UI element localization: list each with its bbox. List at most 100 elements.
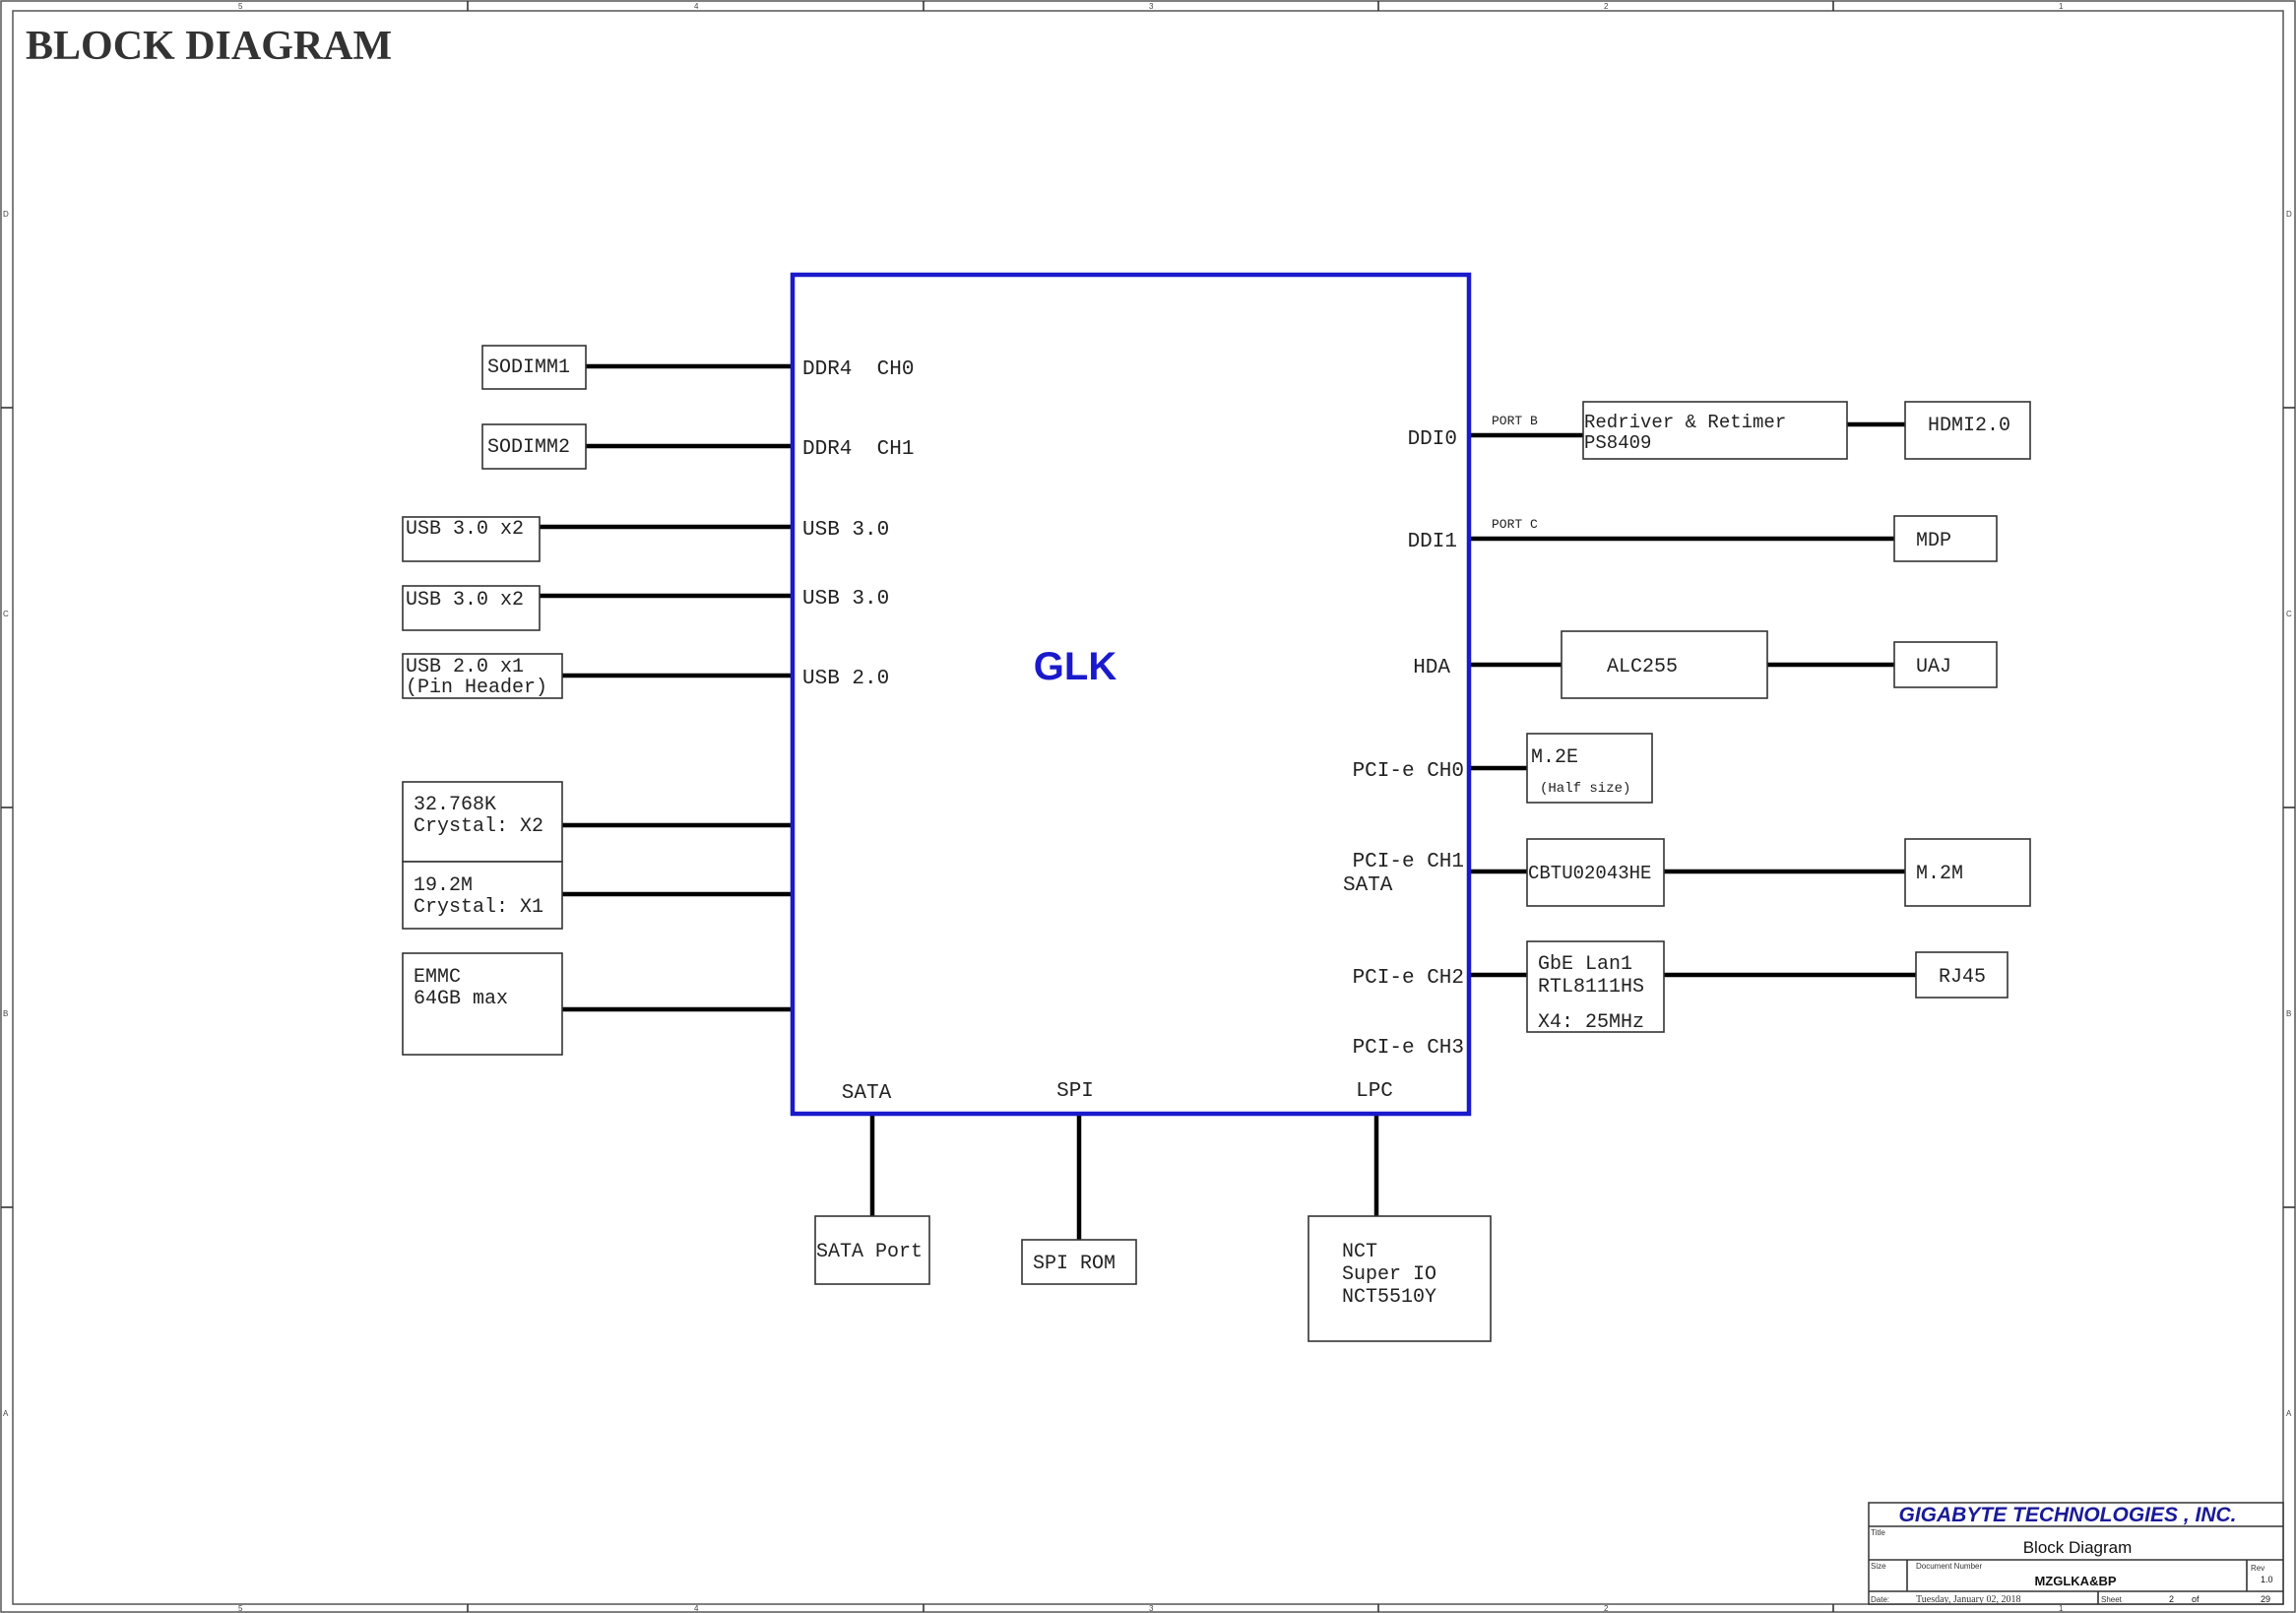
zone-col-4: 4 [694, 2, 699, 11]
m2m-label: M.2M [1916, 863, 1963, 885]
crystal-x2-line2: Crystal: X2 [414, 815, 543, 838]
crystal-x2-line1: 32.768K [414, 794, 496, 816]
mdp-label: MDP [1916, 530, 1951, 552]
sheet-total: 29 [2261, 1594, 2270, 1604]
port-ddi0: DDI0 [1408, 428, 1457, 451]
block-sodimm1: SODIMM1 [481, 345, 587, 390]
port-b-label: PORT B [1492, 414, 1538, 428]
port-ddr4-ch1: DDR4 CH1 [802, 438, 914, 461]
docnum-label: Document Number [1916, 1562, 1982, 1571]
emmc-line2: 64GB max [414, 988, 508, 1010]
block-sodimm2: SODIMM2 [481, 423, 587, 470]
zone-col-3-bottom: 3 [1149, 1604, 1154, 1613]
zone-row-d: D [3, 210, 9, 219]
m2e-line1: M.2E [1531, 746, 1578, 769]
sodimm1-label: SODIMM1 [487, 356, 570, 379]
block-rj45: RJ45 [1915, 951, 2009, 999]
port-ddr4-ch0: DDR4 CH0 [802, 358, 914, 381]
gbe-line2: RTL8111HS [1538, 976, 1644, 999]
block-spi-rom: SPI ROM [1021, 1239, 1137, 1285]
block-cbtu: CBTU02043HE [1526, 838, 1665, 907]
zone-row-d-right: D [2286, 210, 2292, 219]
block-m2e: M.2E (Half size) [1526, 733, 1653, 804]
chip-right-ports: DDI0 DDI1 HDA PCI-e CH0 PCI-e CH1 PCI-e … [1353, 428, 1464, 1060]
sheet-label: Sheet [2101, 1595, 2123, 1604]
zone-row-b: B [3, 1009, 8, 1018]
cbtu-label: CBTU02043HE [1528, 863, 1651, 884]
zone-col-1-bottom: 1 [2059, 1604, 2064, 1613]
block-usb30-x2-a: USB 3.0 x2 [402, 516, 541, 562]
m2e-line2: (Half size) [1540, 781, 1630, 797]
crystal-x1-line2: Crystal: X1 [414, 896, 543, 919]
zone-col-2: 2 [1604, 2, 1609, 11]
block-nct-super-io: NCT Super IO NCT5510Y [1307, 1215, 1492, 1342]
sheet-title: Block Diagram [2023, 1538, 2133, 1557]
sheet-number: 2 [2169, 1594, 2174, 1604]
port-usb20: USB 2.0 [802, 668, 889, 690]
date-value: Tuesday, January 02, 2018 [1916, 1594, 2020, 1605]
block-alc255: ALC255 [1561, 630, 1768, 699]
block-m2m: M.2M [1904, 838, 2031, 907]
port-c-label: PORT C [1492, 517, 1538, 532]
usb20-label-line1: USB 2.0 x1 [406, 656, 524, 678]
block-mdp: MDP [1893, 515, 1998, 562]
company-name: GIGABYTE TECHNOLOGIES , INC. [1898, 1504, 2236, 1526]
size-label: Size [1871, 1562, 1886, 1571]
zone-row-b-right: B [2286, 1009, 2291, 1018]
sodimm2-label: SODIMM2 [487, 436, 570, 459]
port-usb30-a: USB 3.0 [802, 519, 889, 542]
glk-chip [790, 272, 1472, 1117]
block-gbe-lan: GbE Lan1 RTL8111HS X4: 25MHz [1526, 940, 1665, 1034]
zone-row-c: C [3, 610, 9, 618]
block-redriver-retimer: Redriver & Retimer PS8409 [1582, 401, 1848, 460]
zone-col-2-bottom: 2 [1604, 1604, 1609, 1613]
usb30-x2-b-label: USB 3.0 x2 [406, 589, 524, 612]
wires [540, 363, 1916, 1240]
alc-label: ALC255 [1607, 656, 1678, 678]
sata-port-label: SATA Port [816, 1241, 923, 1263]
crystal-x1-line1: 19.2M [414, 874, 473, 897]
zone-labels: 5 4 3 2 1 5 4 3 2 1 D C B A D C B A [3, 2, 2292, 1613]
zone-col-5-bottom: 5 [238, 1604, 243, 1613]
redriver-line1: Redriver & Retimer [1584, 412, 1786, 433]
zone-col-5: 5 [238, 2, 243, 11]
block-uaj: UAJ [1893, 641, 1998, 688]
docnum-value: MZGLKA&BP [2034, 1574, 2116, 1588]
page-title: BLOCK DIAGRAM [26, 24, 392, 69]
nct-line2: Super IO [1342, 1263, 1436, 1286]
usb30-x2-a-label: USB 3.0 x2 [406, 518, 524, 541]
date-label: Date: [1871, 1595, 1889, 1604]
gbe-line3: X4: 25MHz [1538, 1011, 1644, 1034]
rev-value: 1.0 [2261, 1575, 2273, 1584]
port-pcie-ch1: PCI-e CH1 [1353, 851, 1464, 873]
usb20-label-line2: (Pin Header) [406, 677, 547, 699]
port-usb30-b: USB 3.0 [802, 588, 889, 611]
block-crystal-x2: 32.768K Crystal: X2 [402, 781, 563, 863]
block-sata-port: SATA Port [814, 1215, 930, 1285]
port-sata: SATA [842, 1082, 892, 1105]
zone-col-3: 3 [1149, 2, 1154, 11]
zone-col-1: 1 [2059, 2, 2064, 11]
port-hda: HDA [1413, 657, 1450, 679]
block-usb30-x2-b: USB 3.0 x2 [402, 585, 541, 631]
redriver-line2: PS8409 [1584, 432, 1651, 454]
block-usb20-header: USB 2.0 x1 (Pin Header) [402, 653, 563, 699]
port-pcie-ch3: PCI-e CH3 [1353, 1037, 1464, 1060]
spi-rom-label: SPI ROM [1033, 1253, 1116, 1275]
port-pcie-ch0: PCI-e CH0 [1353, 760, 1464, 783]
port-pcie-ch2: PCI-e CH2 [1353, 967, 1464, 990]
gbe-line1: GbE Lan1 [1538, 953, 1632, 976]
port-spi: SPI [1056, 1080, 1094, 1103]
nct-line1: NCT [1342, 1241, 1377, 1263]
block-hdmi: HDMI2.0 [1904, 401, 2031, 460]
zone-row-a: A [3, 1409, 9, 1418]
zone-col-4-bottom: 4 [694, 1604, 699, 1613]
zone-row-a-right: A [2286, 1409, 2292, 1418]
hdmi-label: HDMI2.0 [1928, 415, 2010, 437]
port-ddi1: DDI1 [1408, 531, 1457, 553]
title-block: GIGABYTE TECHNOLOGIES , INC. Title Block… [1868, 1502, 2284, 1605]
rj45-label: RJ45 [1939, 966, 1986, 989]
block-emmc: EMMC 64GB max [402, 952, 563, 1056]
